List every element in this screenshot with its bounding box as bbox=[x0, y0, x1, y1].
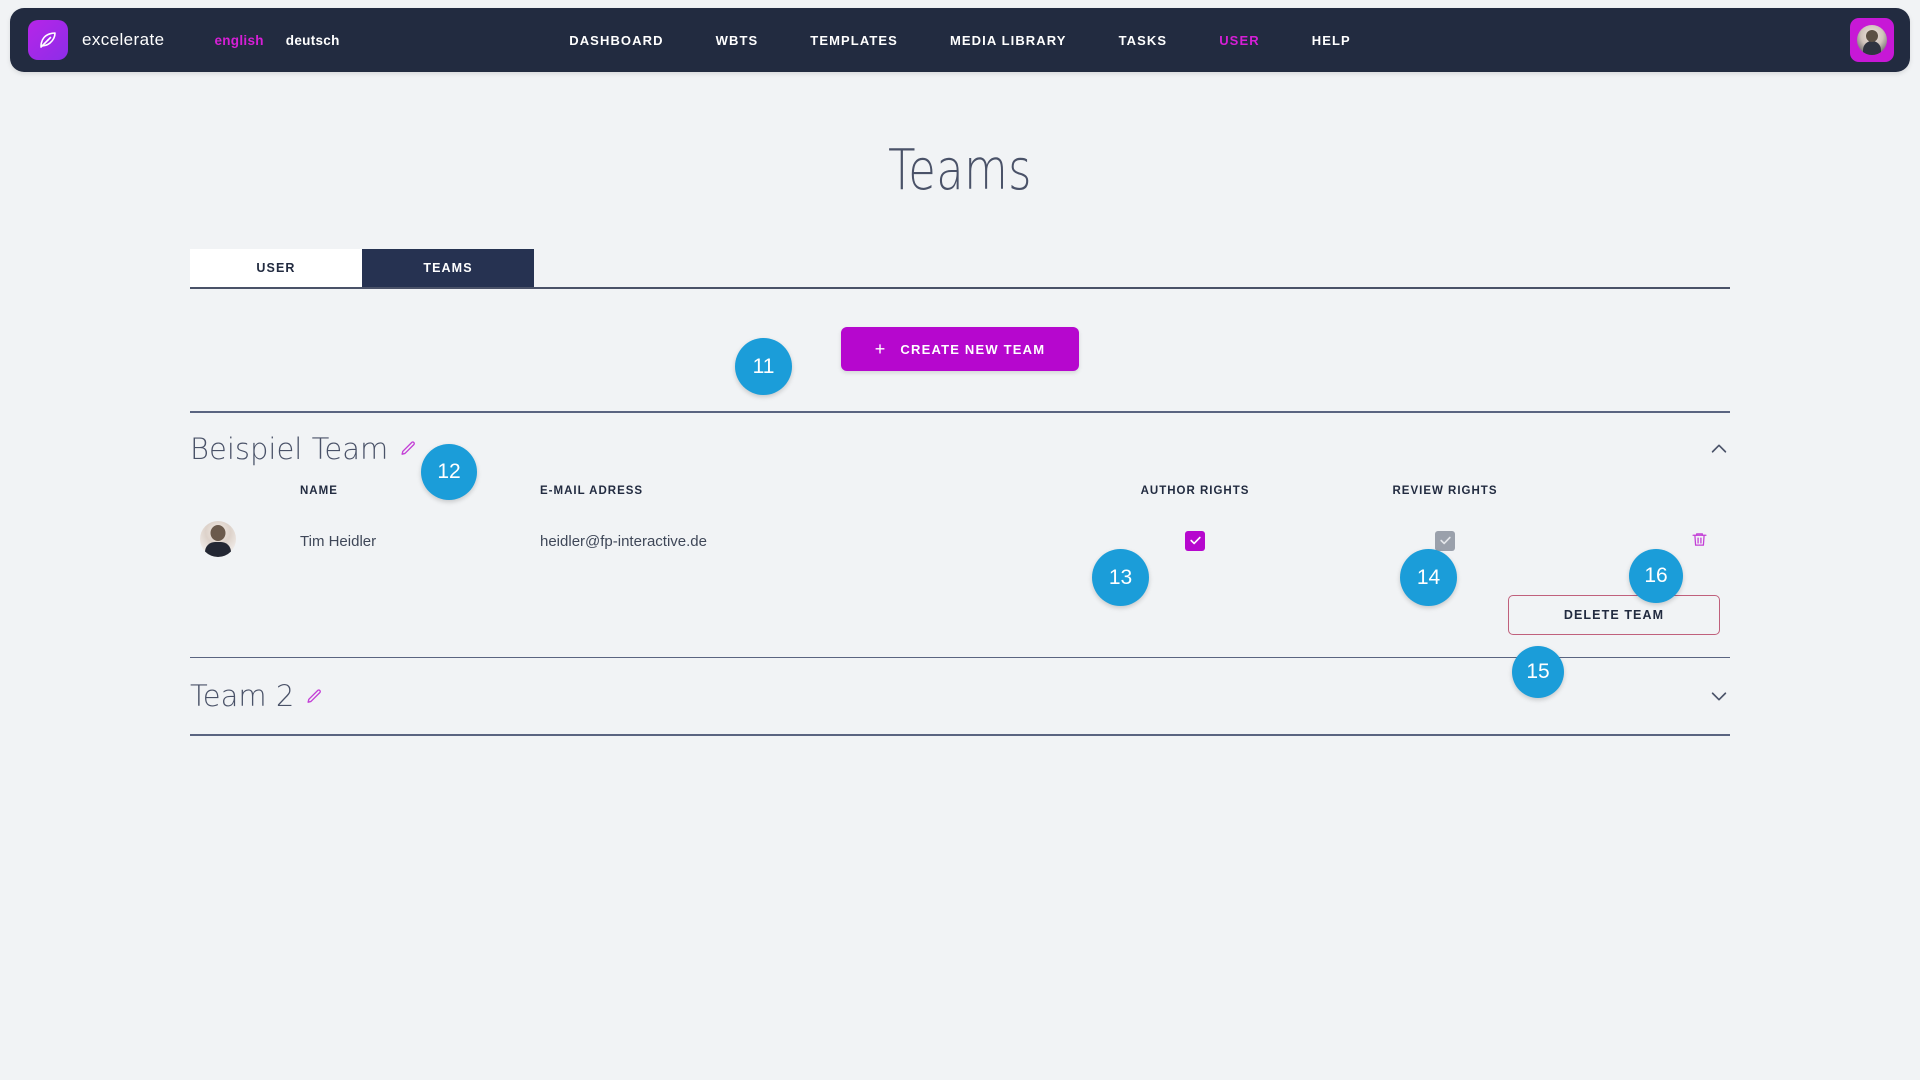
review-rights-checkbox[interactable] bbox=[1435, 530, 1455, 551]
table-row: Tim Heidler heidler@fp-interactive.de bbox=[190, 503, 1730, 581]
main-navigation-bar: excelerate english deutsch DASHBOARD WBT… bbox=[10, 8, 1910, 72]
brand[interactable]: excelerate bbox=[10, 20, 164, 60]
delete-team-button[interactable]: DELETE TEAM bbox=[1508, 594, 1720, 635]
author-rights-checkbox[interactable] bbox=[1185, 530, 1205, 551]
members-table: NAME E-MAIL ADRESS AUTHOR RIGHTS REVIEW … bbox=[190, 485, 1730, 581]
nav-item-templates[interactable]: TEMPLATES bbox=[810, 32, 898, 48]
nav-item-user[interactable]: USER bbox=[1219, 32, 1260, 48]
team-section-team-2: Team 2 bbox=[190, 658, 1730, 736]
member-avatar-cell bbox=[190, 503, 300, 581]
language-switcher: english deutsch bbox=[214, 33, 339, 48]
avatar-photo bbox=[1857, 25, 1887, 55]
feather-logo-icon bbox=[28, 20, 68, 60]
divider-after-team-1 bbox=[190, 656, 1730, 658]
nav-item-help[interactable]: HELP bbox=[1311, 32, 1351, 48]
member-avatar bbox=[200, 521, 236, 557]
create-new-team-label: CREATE NEW TEAM bbox=[900, 341, 1046, 357]
chevron-down-icon[interactable] bbox=[1708, 685, 1730, 707]
tab-user[interactable]: USER bbox=[190, 249, 362, 287]
language-deutsch[interactable]: deutsch bbox=[285, 32, 340, 48]
nav-item-dashboard[interactable]: DASHBOARD bbox=[569, 32, 664, 48]
language-english[interactable]: english bbox=[214, 32, 264, 48]
tab-bar: USER TEAMS bbox=[190, 249, 1730, 289]
divider-top bbox=[190, 411, 1730, 413]
tab-teams-label: TEAMS bbox=[423, 261, 473, 275]
nav-item-wbts[interactable]: WBTS bbox=[715, 32, 759, 48]
col-name: NAME bbox=[300, 484, 338, 497]
tab-teams[interactable]: TEAMS bbox=[362, 249, 534, 287]
create-new-team-button[interactable]: + CREATE NEW TEAM bbox=[840, 327, 1080, 371]
nav-item-tasks[interactable]: TASKS bbox=[1118, 32, 1168, 48]
delete-team-row: DELETE TEAM bbox=[190, 594, 1730, 635]
col-avatar bbox=[190, 485, 300, 503]
create-team-row: + CREATE NEW TEAM bbox=[190, 327, 1730, 371]
team-section-beispiel-team: Beispiel Team NAME E-MAIL ADRESS bbox=[190, 413, 1730, 658]
plus-icon: + bbox=[874, 339, 887, 359]
nav-item-media-library[interactable]: MEDIA LIBRARY bbox=[949, 32, 1067, 48]
table-header-row: NAME E-MAIL ADRESS AUTHOR RIGHTS REVIEW … bbox=[190, 485, 1730, 503]
page-title: Teams bbox=[888, 138, 1032, 203]
member-email: heidler@fp-interactive.de bbox=[540, 533, 707, 550]
delete-member-cell bbox=[1570, 503, 1730, 581]
team-header[interactable]: Team 2 bbox=[190, 658, 1730, 734]
team-header[interactable]: Beispiel Team bbox=[190, 413, 1730, 485]
col-email: E-MAIL ADRESS bbox=[540, 484, 644, 497]
chevron-up-icon[interactable] bbox=[1708, 438, 1730, 460]
brand-name: excelerate bbox=[82, 30, 165, 49]
team-name: Team 2 bbox=[190, 679, 295, 713]
author-rights-cell bbox=[1070, 503, 1320, 581]
account-avatar-button[interactable] bbox=[1850, 18, 1894, 62]
trash-icon[interactable] bbox=[1691, 531, 1708, 548]
col-review-rights: REVIEW RIGHTS bbox=[1392, 484, 1498, 497]
topbar-container: excelerate english deutsch DASHBOARD WBT… bbox=[0, 0, 1920, 72]
team-name: Beispiel Team bbox=[190, 431, 389, 466]
review-rights-cell bbox=[1320, 503, 1570, 581]
edit-pencil-icon[interactable] bbox=[306, 688, 323, 705]
col-delete bbox=[1570, 485, 1730, 503]
primary-nav: DASHBOARD WBTS TEMPLATES MEDIA LIBRARY T… bbox=[569, 33, 1351, 48]
tab-user-label: USER bbox=[256, 261, 296, 275]
col-author-rights: AUTHOR RIGHTS bbox=[1140, 484, 1250, 497]
edit-pencil-icon[interactable] bbox=[400, 440, 417, 457]
member-name: Tim Heidler bbox=[300, 533, 377, 550]
divider-after-team-2 bbox=[190, 734, 1730, 736]
page-content: USER TEAMS + CREATE NEW TEAM Beispiel Te… bbox=[190, 203, 1730, 736]
